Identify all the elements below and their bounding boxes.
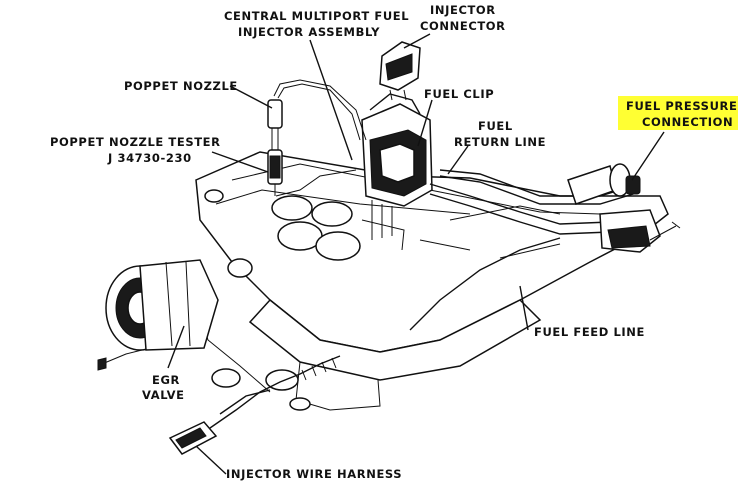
label-fuel-return-line-line2: RETURN LINE xyxy=(454,135,546,149)
label-fuel-return-line-line1: FUEL xyxy=(478,119,513,133)
label-fuel-clip: FUEL CLIP xyxy=(424,87,494,101)
injector-wire-harness xyxy=(168,355,341,455)
label-poppet-nozzle-tester: POPPET NOZZLE TESTER J 34730-230 xyxy=(50,135,221,165)
label-fuel-feed-line: FUEL FEED LINE xyxy=(534,325,645,339)
fuel-lines xyxy=(409,169,641,331)
label-egr-valve-line1: EGR xyxy=(152,373,180,387)
label-poppet-nozzle-tester-line1: POPPET NOZZLE TESTER xyxy=(50,135,221,149)
label-egr-valve-line2: VALVE xyxy=(142,388,185,402)
label-poppet-nozzle-tester-line2: J 34730-230 xyxy=(107,151,192,165)
label-fuel-return-line: FUEL RETURN LINE xyxy=(454,119,546,149)
label-central-multiport-line2: INJECTOR ASSEMBLY xyxy=(238,25,380,39)
intake-manifold xyxy=(195,151,669,411)
label-injector-wire-harness: INJECTOR WIRE HARNESS xyxy=(226,467,402,481)
label-egr-valve: EGR VALVE xyxy=(142,373,185,402)
injector-connector xyxy=(379,41,421,101)
label-fuel-pressure-connection-line1: FUEL PRESSURE xyxy=(626,99,737,113)
egr-valve xyxy=(97,259,219,371)
leader-lines xyxy=(167,33,665,475)
fuel-pressure-highlight xyxy=(618,96,738,130)
central-injector-assembly xyxy=(361,93,433,251)
label-poppet-nozzle: POPPET NOZZLE xyxy=(124,79,238,93)
label-fuel-pressure-connection: FUEL PRESSURE CONNECTION xyxy=(626,99,737,129)
label-central-multiport-line1: CENTRAL MULTIPORT FUEL xyxy=(224,9,409,23)
label-fuel-pressure-connection-line2: CONNECTION xyxy=(642,115,733,129)
fuel-pressure-fitting xyxy=(567,163,681,253)
label-injector-connector: INJECTOR CONNECTOR xyxy=(420,3,506,33)
label-central-multiport: CENTRAL MULTIPORT FUEL INJECTOR ASSEMBLY xyxy=(224,9,409,39)
label-injector-connector-line1: INJECTOR xyxy=(430,3,496,17)
label-injector-connector-line2: CONNECTOR xyxy=(420,19,506,33)
